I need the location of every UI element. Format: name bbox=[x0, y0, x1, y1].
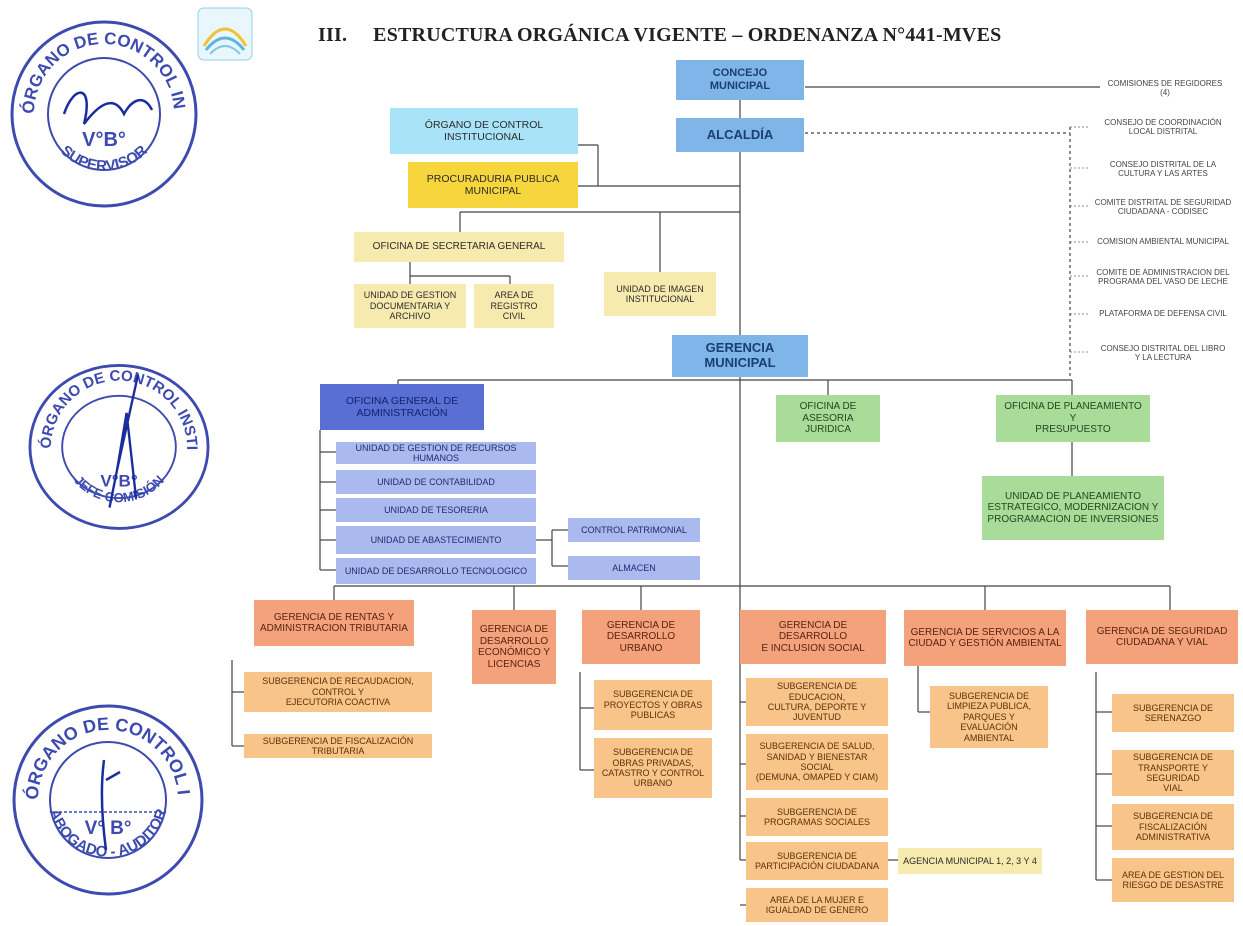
concejo-municipal-box[interactable]: CONCEJO MUNICIPAL bbox=[676, 60, 804, 100]
consejo-item[interactable]: CONSEJO DISTRITAL DE LA CULTURA Y LAS AR… bbox=[1090, 154, 1236, 184]
subgerencia-box[interactable]: SUBGERENCIA DE PROGRAMAS SOCIALES bbox=[746, 798, 888, 836]
planeamiento-box[interactable]: OFICINA DE PLANEAMIENTO Y PRESUPUESTO bbox=[996, 395, 1150, 442]
unidad-planeamiento-box[interactable]: UNIDAD DE PLANEAMIENTO ESTRATEGICO, MODE… bbox=[982, 476, 1164, 540]
almacen-box[interactable]: ALMACEN bbox=[568, 556, 700, 580]
subgerencia-box[interactable]: SUBGERENCIA DE SALUD, SANIDAD Y BIENESTA… bbox=[746, 734, 888, 790]
subgerencia-box[interactable]: SUBGERENCIA DE FISCALIZACIÓN ADMINISTRAT… bbox=[1112, 804, 1234, 850]
section-title: ESTRUCTURA ORGÁNICA VIGENTE – ORDENANZA … bbox=[373, 24, 1002, 46]
municipal-logo-icon bbox=[197, 7, 253, 61]
gestion-documentaria-box[interactable]: UNIDAD DE GESTION DOCUMENTARIA Y ARCHIVO bbox=[354, 284, 466, 328]
admin-unit[interactable]: UNIDAD DE ABASTECIMIENTO bbox=[336, 526, 536, 554]
gerencia-rentas-box[interactable]: GERENCIA DE RENTAS Y ADMINISTRACION TRIB… bbox=[254, 600, 414, 646]
subgerencia-box[interactable]: SUBGERENCIA DE FISCALIZACIÓN TRIBUTARIA bbox=[244, 734, 432, 758]
alcaldia-box[interactable]: ALCALDÍA bbox=[676, 118, 804, 152]
subgerencia-box[interactable]: SUBGERENCIA DE RECAUDACION, CONTROL Y EJ… bbox=[244, 672, 432, 712]
subgerencia-box[interactable]: SUBGERENCIA DE PROYECTOS Y OBRAS PUBLICA… bbox=[594, 680, 712, 730]
stamp-center-text: V° B° bbox=[85, 818, 132, 839]
consejo-item[interactable]: COMITE DISTRITAL DE SEGURIDAD CIUDADANA … bbox=[1090, 192, 1236, 222]
gerencia-municipal-box[interactable]: GERENCIA MUNICIPAL bbox=[672, 335, 808, 377]
procuraduria-box[interactable]: PROCURADURIA PUBLICA MUNICIPAL bbox=[408, 162, 578, 208]
organo-control-box[interactable]: ÓRGANO DE CONTROL INSTITUCIONAL bbox=[390, 108, 578, 154]
oci-stamp-jefe: ÓRGANO DE CONTROL INSTITUCIONAL JEFE COM… bbox=[24, 356, 210, 530]
secretaria-general-box[interactable]: OFICINA DE SECRETARIA GENERAL bbox=[354, 232, 564, 262]
page-heading: III. ESTRUCTURA ORGÁNICA VIGENTE – ORDENA… bbox=[318, 24, 1001, 47]
gerencia-economico-box[interactable]: GERENCIA DE DESARROLLO ECONÓMICO Y LICEN… bbox=[472, 610, 556, 684]
gerencia-social-box[interactable]: GERENCIA DE DESARROLLO E INCLUSION SOCIA… bbox=[740, 610, 886, 664]
gerencia-servicios-box[interactable]: GERENCIA DE SERVICIOS A LA CIUDAD Y GEST… bbox=[904, 610, 1066, 666]
subgerencia-box[interactable]: SUBGERENCIA DE OBRAS PRIVADAS, CATASTRO … bbox=[594, 738, 712, 798]
signature-icon bbox=[108, 374, 140, 508]
subgerencia-box[interactable]: SUBGERENCIA DE EDUCACION, CULTURA, DEPOR… bbox=[746, 678, 888, 726]
signature-icon bbox=[100, 759, 121, 851]
subgerencia-box[interactable]: SUBGERENCIA DE PARTICIPACIÓN CIUDADANA bbox=[746, 842, 888, 880]
admin-unit[interactable]: UNIDAD DE GESTION DE RECURSOS HUMANOS bbox=[336, 442, 536, 464]
oci-stamp-supervisor: ÓRGANO DE CONTROL INSTITUCIONAL SUPERVIS… bbox=[4, 14, 198, 208]
subgerencia-box[interactable]: AREA DE GESTION DEL RIESGO DE DESASTRE bbox=[1112, 858, 1234, 902]
consejo-item[interactable]: PLATAFORMA DE DEFENSA CIVIL bbox=[1090, 304, 1236, 324]
admin-unit[interactable]: UNIDAD DE TESORERIA bbox=[336, 498, 536, 522]
admin-unit[interactable]: UNIDAD DE CONTABILIDAD bbox=[336, 470, 536, 494]
stamp-ring-text: ÓRGANO DE CONTROL INSTITUCIONAL bbox=[4, 14, 189, 114]
administracion-box[interactable]: OFICINA GENERAL DE ADMINISTRACIÓN bbox=[320, 384, 484, 430]
stamp-center-text: V°B° bbox=[82, 129, 126, 151]
subgerencia-box[interactable]: SUBGERENCIA DE SERENAZGO bbox=[1112, 694, 1234, 732]
section-number: III. bbox=[318, 24, 348, 46]
subgerencia-box[interactable]: AREA DE LA MUJER E IGUALDAD DE GENERO bbox=[746, 888, 888, 922]
subgerencia-box[interactable]: SUBGERENCIA DE TRANSPORTE Y SEGURIDAD VI… bbox=[1112, 750, 1234, 796]
imagen-institucional-box[interactable]: UNIDAD DE IMAGEN INSTITUCIONAL bbox=[604, 272, 716, 316]
oci-stamp-abogado: ÓRGANO DE CONTROL INSTITUCIONAL ABOGADO … bbox=[8, 700, 204, 896]
gerencia-urbano-box[interactable]: GERENCIA DE DESARROLLO URBANO bbox=[582, 610, 700, 664]
subgerencia-box[interactable]: SUBGERENCIA DE LIMPIEZA PUBLICA, PARQUES… bbox=[930, 686, 1048, 748]
admin-unit[interactable]: UNIDAD DE DESARROLLO TECNOLOGICO bbox=[336, 558, 536, 584]
agencia-municipal-box[interactable]: AGENCIA MUNICIPAL 1, 2, 3 Y 4 bbox=[898, 848, 1042, 874]
consejo-item[interactable]: COMITE DE ADMINISTRACION DEL PROGRAMA DE… bbox=[1090, 262, 1236, 292]
stamp-center-text: V°B° bbox=[100, 472, 137, 491]
consejo-item[interactable]: COMISION AMBIENTAL MUNICIPAL bbox=[1090, 232, 1236, 252]
comisiones-box[interactable]: COMISIONES DE REGIDORES (4) bbox=[1100, 79, 1230, 97]
registro-civil-box[interactable]: AREA DE REGISTRO CIVIL bbox=[474, 284, 554, 328]
control-patrimonial-box[interactable]: CONTROL PATRIMONIAL bbox=[568, 518, 700, 542]
consejo-item[interactable]: CONSEJO DE COORDINACIÓN LOCAL DISTRITAL bbox=[1090, 112, 1236, 142]
asesoria-juridica-box[interactable]: OFICINA DE ASESORIA JURIDICA bbox=[776, 395, 880, 442]
consejo-item[interactable]: CONSEJO DISTRITAL DEL LIBRO Y LA LECTURA bbox=[1090, 338, 1236, 368]
gerencia-seguridad-box[interactable]: GERENCIA DE SEGURIDAD CIUDADANA Y VIAL bbox=[1086, 610, 1238, 664]
svg-text:ÓRGANO DE CONTROL INSTITUCIONA: ÓRGANO DE CONTROL INSTITUCIONAL bbox=[4, 14, 189, 114]
signature-icon bbox=[62, 91, 154, 125]
